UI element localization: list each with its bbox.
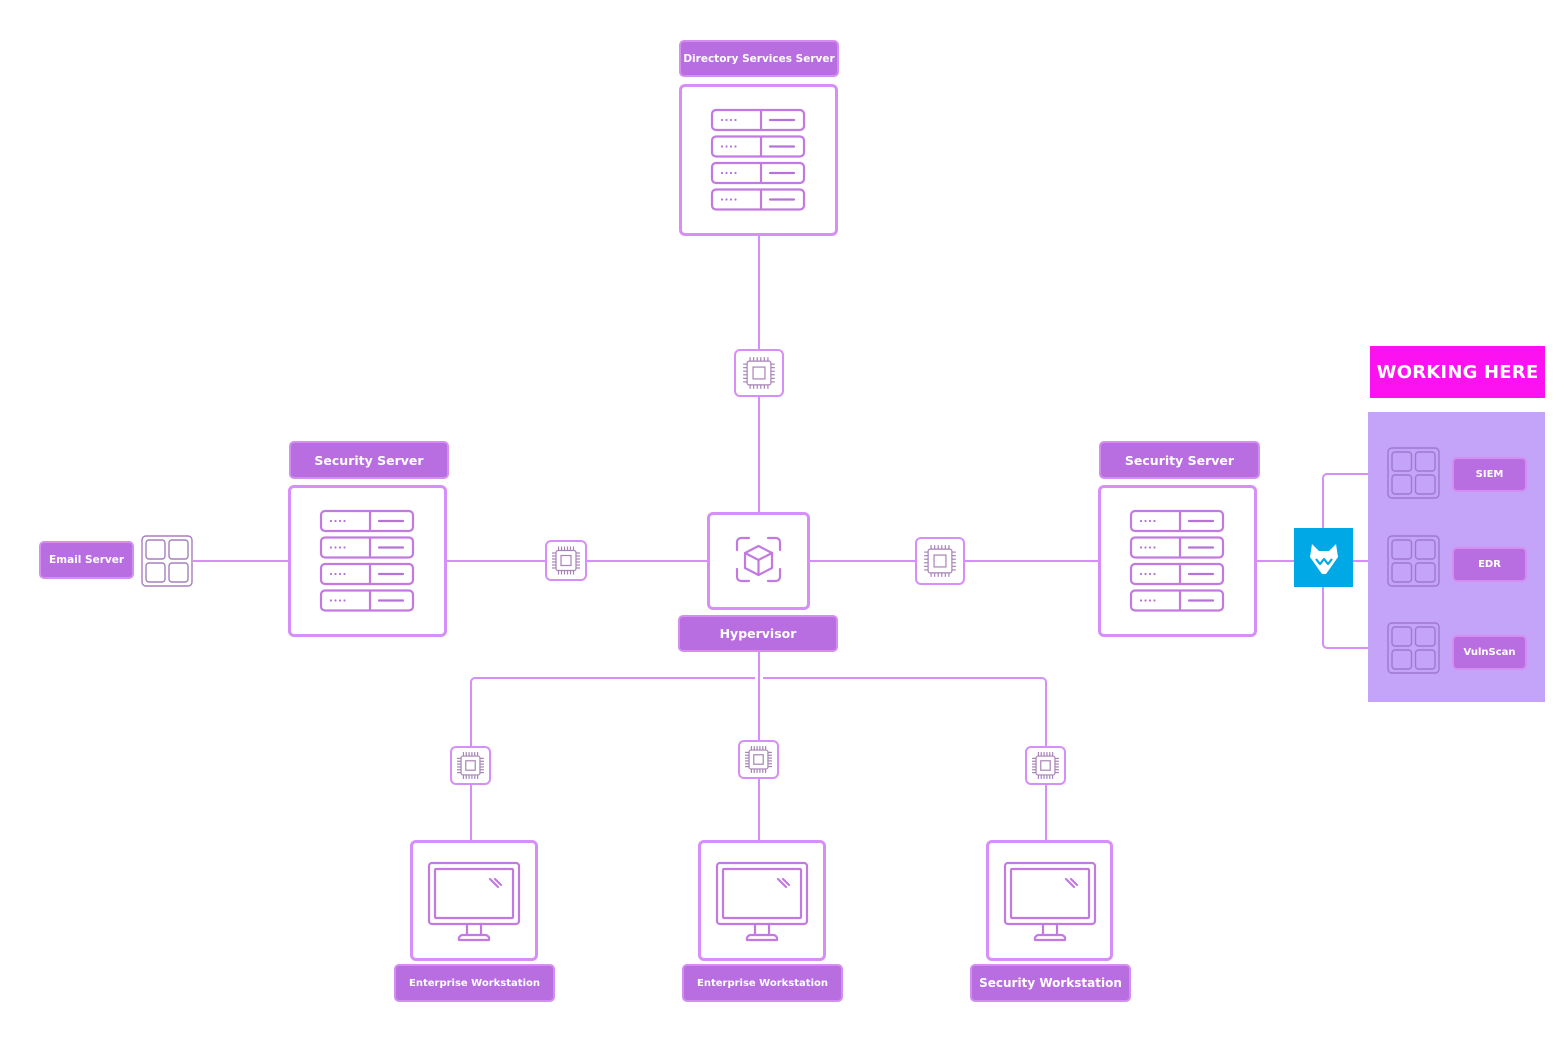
server-rack-icon [710,108,806,211]
working-here-banner: WORKING HERE [1370,346,1545,398]
security-server-left-label[interactable]: Security Server [289,441,449,479]
switch-right[interactable] [915,537,965,585]
link-bus-right [763,677,1047,746]
security-server-left-node[interactable] [288,485,447,637]
hypervisor-node[interactable] [707,512,810,610]
link-firewall-siem [1322,473,1388,528]
cpu-chip-icon [457,752,484,779]
workstation-3-label[interactable]: Security Workstation [970,964,1131,1002]
app-grid-icon [141,535,193,587]
cpu-chip-icon [924,545,956,577]
cpu-chip-icon [745,746,772,773]
monitor-icon [427,861,521,942]
cpu-chip-icon [1032,752,1059,779]
workstation-2-label[interactable]: Enterprise Workstation [682,964,843,1002]
app-grid-icon [1387,535,1440,587]
edr-app-grid-icon[interactable] [1387,535,1440,587]
server-unit [710,135,806,158]
email-server-app-grid-icon[interactable] [141,535,193,587]
edr-label[interactable]: EDR [1452,547,1527,582]
directory-server-node[interactable] [679,84,838,236]
switch-bottom-3[interactable] [1025,746,1066,785]
server-unit [710,188,806,211]
server-unit [319,589,415,612]
directory-server-label[interactable]: Directory Services Server [679,40,839,77]
server-unit [710,161,806,185]
workstation-3-node[interactable] [986,840,1113,961]
siem-app-grid-icon[interactable] [1387,447,1440,499]
email-server-label[interactable]: Email Server [39,541,134,579]
vulnscan-app-grid-icon[interactable] [1387,622,1440,674]
switch-left[interactable] [545,540,587,581]
vulnscan-label[interactable]: VulnScan [1452,635,1527,670]
switch-bottom-2[interactable] [738,740,779,779]
workstation-1-label[interactable]: Enterprise Workstation [394,964,555,1002]
server-unit [1129,536,1225,559]
workstation-1-node[interactable] [410,840,538,961]
server-unit [1129,509,1225,533]
cpu-chip-icon [743,357,775,389]
cube-icon [735,536,782,583]
server-unit [319,562,415,586]
link-bus-left [470,677,755,746]
cpu-chip-icon [552,546,580,575]
monitor-icon [715,861,809,942]
workstation-2-node[interactable] [698,840,826,961]
server-unit [1129,589,1225,612]
firewall-badge[interactable] [1294,528,1353,587]
server-rack-icon [319,509,415,612]
switch-top[interactable] [734,349,784,397]
security-server-right-label[interactable]: Security Server [1099,441,1260,479]
server-rack-icon [1129,509,1225,612]
server-unit [1129,562,1225,586]
security-server-right-node[interactable] [1098,485,1257,637]
wolf-fox-icon [1309,543,1338,574]
server-unit [710,108,806,132]
server-unit [319,536,415,559]
app-grid-icon [1387,622,1440,674]
link-firewall-vulnscan [1322,587,1388,649]
hypervisor-label[interactable]: Hypervisor [678,615,838,652]
monitor-icon [1003,861,1097,942]
siem-label[interactable]: SIEM [1452,457,1527,492]
app-grid-icon [1387,447,1440,499]
switch-bottom-1[interactable] [450,746,491,785]
server-unit [319,509,415,533]
